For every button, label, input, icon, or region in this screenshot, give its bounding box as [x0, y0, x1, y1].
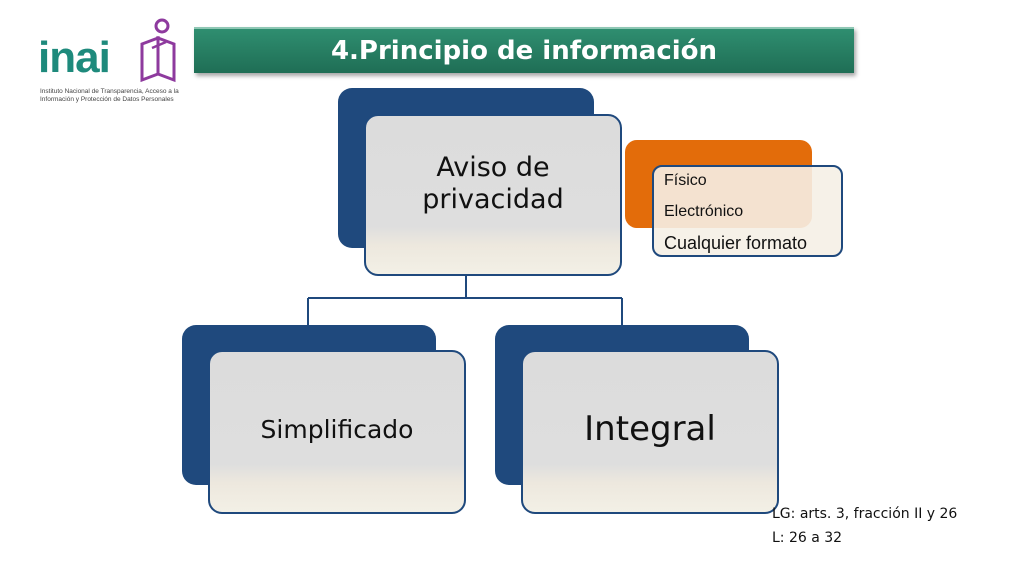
child-node-simplified: Simplificado	[208, 350, 466, 514]
inai-logo: inai Instituto Nacional de Transparencia…	[38, 18, 188, 110]
child-node-integral-label: Integral	[584, 409, 716, 449]
child-node-integral: Integral	[521, 350, 779, 514]
root-node: Aviso de privacidad	[364, 114, 622, 276]
format-item-physical: Físico	[664, 172, 707, 189]
child-node-simplified-label: Simplificado	[260, 414, 414, 444]
title-banner: 4.Principio de información	[194, 27, 854, 73]
formats-node: Físico Electrónico Cualquier formato	[652, 165, 843, 257]
legal-reference-l: L: 26 a 32	[772, 530, 843, 546]
legal-reference-lg: LG: arts. 3, fracción II y 26	[772, 506, 958, 522]
person-with-book-icon	[140, 18, 176, 83]
format-item-any: Cualquier formato	[664, 233, 808, 253]
root-node-label: Aviso de privacidad	[422, 152, 564, 215]
logo-wordmark: inai	[38, 33, 111, 82]
format-item-electronic: Electrónico	[664, 203, 744, 220]
logo-tagline: Instituto Nacional de Transparencia, Acc…	[40, 88, 179, 103]
page-title: 4.Principio de información	[330, 36, 718, 66]
